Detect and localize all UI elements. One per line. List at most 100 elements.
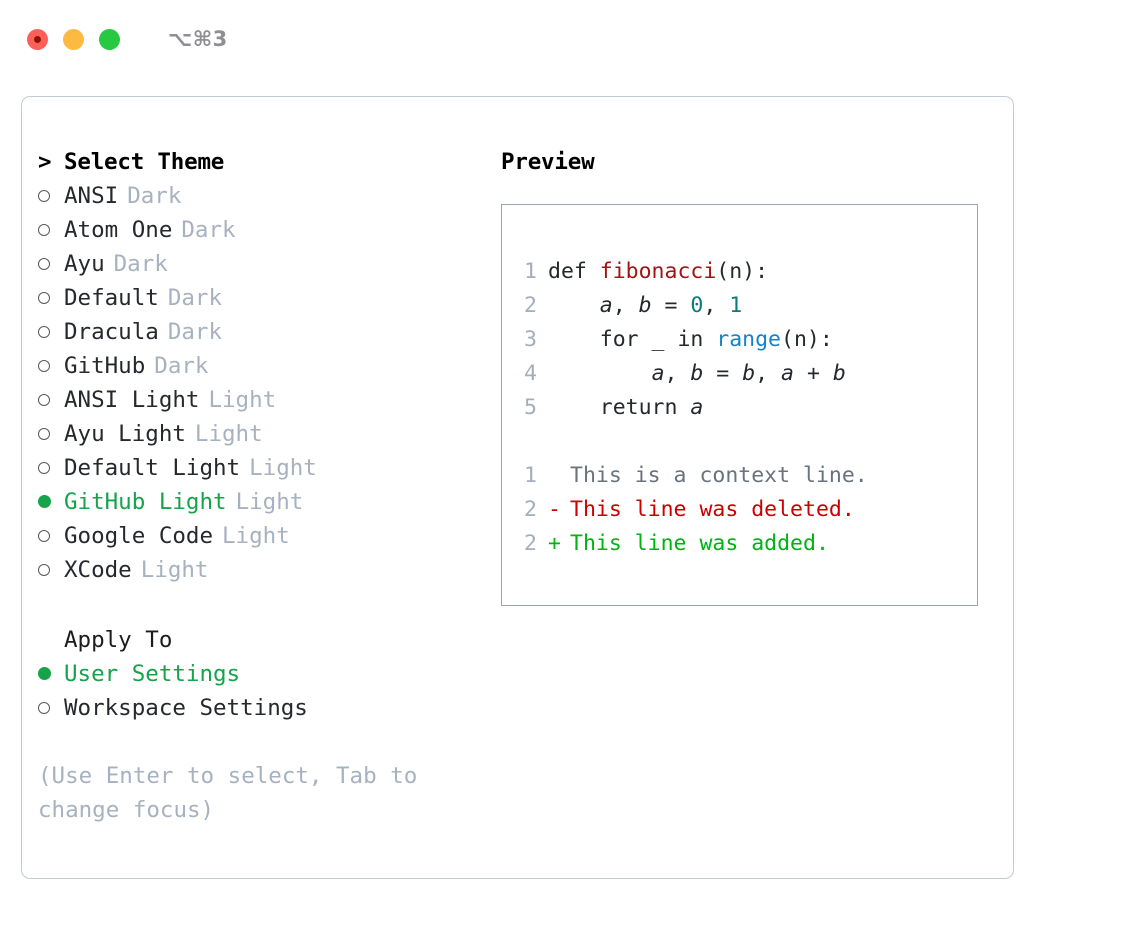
- theme-option-label: Atom One: [64, 217, 173, 243]
- code-token-var: a: [599, 293, 613, 318]
- theme-variant-badge: Dark: [167, 285, 223, 311]
- code-token-var: b: [742, 361, 756, 386]
- keyboard-hint-text: (Use Enter to select, Tab to change focu…: [38, 763, 418, 823]
- apply-to-header: Apply To: [64, 627, 173, 653]
- theme-option-label: Default: [64, 285, 159, 311]
- code-line-number: 1: [524, 259, 537, 284]
- theme-variant-badge: Light: [208, 387, 277, 413]
- radio-empty-icon: [38, 552, 64, 586]
- diff-line-number: 1: [524, 463, 537, 488]
- code-line: 4 a, b = b, a + b: [511, 357, 971, 391]
- radio-selected-icon: [38, 656, 64, 690]
- code-line: 3 for _ in range(n):: [511, 323, 971, 357]
- theme-option-label: Google Code: [64, 523, 214, 549]
- apply-to-option-label: User Settings: [64, 661, 241, 687]
- title-bar: ⌥⌘3: [0, 0, 1140, 78]
- preview-column: Preview: [501, 145, 991, 179]
- radio-empty-icon: [38, 280, 64, 314]
- radio-empty-icon: [38, 314, 64, 348]
- theme-option-ansi-light[interactable]: ANSI Light Light: [38, 383, 478, 417]
- code-line-number: 5: [524, 395, 537, 420]
- code-line: 2 a, b = 0, 1: [511, 289, 971, 323]
- theme-variant-badge: Light: [249, 455, 317, 481]
- diff-line-ctx: 1 This is a context line.: [511, 459, 971, 493]
- theme-option-default[interactable]: Default Dark: [38, 281, 478, 315]
- traffic-light-group: [27, 28, 120, 50]
- theme-option-github-light[interactable]: GitHub Light Light: [38, 485, 478, 519]
- keyboard-shortcut-label: ⌥⌘3: [168, 27, 228, 51]
- code-token-punct: (n):: [781, 327, 833, 352]
- diff-line-text: This line was added.: [570, 531, 829, 556]
- code-token-kw: for _ in: [548, 327, 717, 352]
- code-token-punct: +: [794, 361, 833, 386]
- code-token-var: b: [832, 361, 846, 386]
- theme-option-label: ANSI: [64, 183, 119, 209]
- diff-line-number: 2: [524, 497, 537, 522]
- code-token-var: a: [690, 395, 704, 420]
- theme-option-label: GitHub Light: [64, 489, 227, 515]
- zoom-button[interactable]: [99, 28, 120, 50]
- theme-variant-badge: Light: [235, 489, 304, 515]
- diff-spacer: [511, 425, 971, 459]
- code-token-var: a: [651, 361, 665, 386]
- theme-option-default-light[interactable]: Default Light Light: [38, 451, 478, 485]
- theme-variant-badge: Light: [222, 523, 290, 549]
- radio-empty-icon: [38, 416, 64, 450]
- theme-option-ansi[interactable]: ANSI Dark: [38, 179, 478, 213]
- diff-line-add: 2+This line was added.: [511, 527, 971, 561]
- code-token-var: b: [690, 361, 704, 386]
- code-token-plain: [548, 361, 652, 386]
- radio-empty-icon: [38, 450, 64, 484]
- code-token-plain: [548, 293, 600, 318]
- radio-empty-icon: [38, 246, 64, 280]
- theme-variant-badge: Dark: [167, 319, 223, 345]
- theme-variant-badge: Dark: [154, 353, 209, 379]
- theme-option-label: Ayu Light: [64, 421, 186, 447]
- code-token-var: a: [781, 361, 794, 386]
- theme-variant-badge: Dark: [127, 183, 182, 209]
- code-line-number: 2: [524, 293, 537, 318]
- apply-to-option-user-settings[interactable]: User Settings: [38, 657, 478, 691]
- theme-option-google-code[interactable]: Google Code Light: [38, 519, 478, 553]
- radio-empty-icon: [38, 212, 64, 246]
- apply-to-option-workspace-settings[interactable]: Workspace Settings: [38, 691, 478, 725]
- code-token-kw: return: [548, 395, 691, 420]
- theme-option-label: Dracula: [64, 319, 159, 345]
- code-token-builtin: range: [716, 327, 782, 352]
- code-line-number: 3: [524, 327, 537, 352]
- theme-option-label: Ayu: [64, 251, 105, 277]
- code-token-num: 1: [729, 293, 743, 318]
- code-token-punct: =: [703, 361, 743, 386]
- diff-line-del: 2-This line was deleted.: [511, 493, 971, 527]
- minimize-button[interactable]: [63, 28, 84, 50]
- code-token-punct: ,: [755, 361, 782, 386]
- code-token-kw: def: [548, 259, 600, 284]
- radio-empty-icon: [38, 518, 64, 552]
- select-theme-title: Select Theme: [64, 149, 225, 175]
- theme-option-label: ANSI Light: [64, 387, 200, 413]
- close-button[interactable]: [27, 28, 48, 50]
- code-token-fn: fibonacci: [599, 259, 717, 284]
- code-token-num: 0: [690, 293, 704, 318]
- code-line-number: 4: [524, 361, 537, 386]
- diff-line-text: This is a context line.: [570, 463, 868, 488]
- radio-empty-icon: [38, 178, 64, 212]
- apply-to-option-label: Workspace Settings: [64, 695, 308, 721]
- diff-marker: +: [548, 531, 561, 556]
- theme-option-dracula[interactable]: Dracula Dark: [38, 315, 478, 349]
- code-line: 5 return a: [511, 391, 971, 425]
- theme-option-label: Default Light: [64, 455, 241, 481]
- code-token-punct: ,: [612, 293, 639, 318]
